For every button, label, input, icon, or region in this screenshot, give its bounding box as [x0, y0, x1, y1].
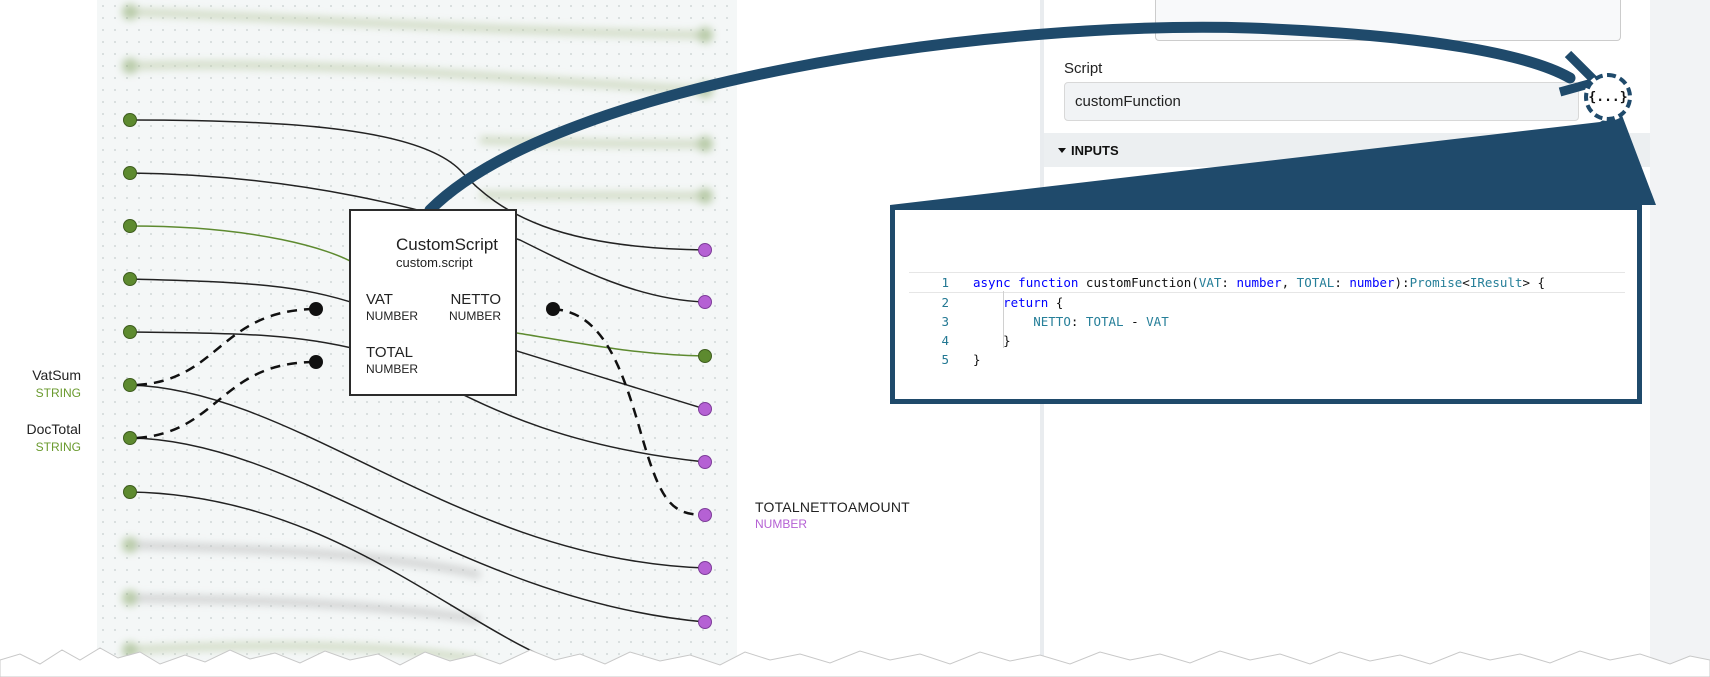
target-port — [698, 455, 712, 469]
target-port-totalnettoamount — [698, 508, 712, 522]
script-input-value: customFunction — [1075, 93, 1181, 110]
panel-scroll-gutter — [1650, 0, 1710, 677]
source-port — [123, 166, 137, 180]
dashed-links — [136, 307, 706, 517]
code-line: 2 return { — [941, 295, 1064, 310]
target-ports[interactable] — [698, 243, 712, 629]
source-port-vatsum — [123, 378, 137, 392]
target-port — [698, 615, 712, 629]
link-dot-netto[interactable] — [546, 302, 560, 316]
source-field-name-doctotal: DocTotal — [26, 421, 81, 437]
source-ports[interactable] — [123, 113, 137, 499]
target-port — [698, 402, 712, 416]
code-line: 3 NETTO: TOTAL - VAT — [941, 314, 1169, 329]
code-line: 4 } — [941, 333, 1011, 348]
callout-arrow — [424, 21, 1576, 216]
source-field-type-vatsum: STRING — [35, 386, 81, 400]
node-input-total: TOTAL — [366, 344, 413, 361]
node-output-netto-type: NUMBER — [448, 309, 501, 323]
target-port — [698, 561, 712, 575]
inputs-section-label: INPUTS — [1071, 142, 1119, 158]
script-input[interactable]: customFunction — [1064, 82, 1579, 121]
target-field-type: NUMBER — [755, 517, 808, 531]
blurred-connections — [122, 4, 713, 664]
script-editor-button[interactable]: {...} — [1584, 73, 1632, 121]
source-port — [123, 325, 137, 339]
callout-beam — [890, 110, 1656, 205]
target-port — [698, 243, 712, 257]
caret-down-icon — [1058, 147, 1066, 153]
source-port — [123, 272, 137, 286]
source-field-name-vatsum: VatSum — [32, 367, 81, 383]
source-port — [123, 113, 137, 127]
braces-icon: {...} — [1588, 89, 1628, 105]
source-field-type-doctotal: STRING — [35, 440, 81, 454]
node-input-vat-type: NUMBER — [366, 309, 419, 323]
node-subtitle: custom.script — [396, 255, 473, 270]
source-port — [123, 485, 137, 499]
source-port — [123, 219, 137, 233]
target-port — [698, 295, 712, 309]
script-label: Script — [1064, 60, 1103, 77]
link-dot-vat[interactable] — [309, 302, 323, 316]
torn-edge — [0, 647, 1710, 677]
target-field-name: TOTALNETTOAMOUNT — [755, 499, 910, 515]
link-dot-total[interactable] — [309, 355, 323, 369]
code-line: 5} — [941, 352, 981, 367]
custom-script-node[interactable]: CustomScript custom.script VAT NUMBER TO… — [349, 209, 517, 396]
node-output-netto: NETTO — [450, 291, 501, 308]
node-input-vat: VAT — [366, 291, 393, 308]
source-port-doctotal — [123, 431, 137, 445]
target-port — [698, 349, 712, 363]
node-input-total-type: NUMBER — [366, 362, 419, 376]
indent-guide — [1003, 291, 1004, 348]
node-title: CustomScript — [396, 235, 499, 254]
